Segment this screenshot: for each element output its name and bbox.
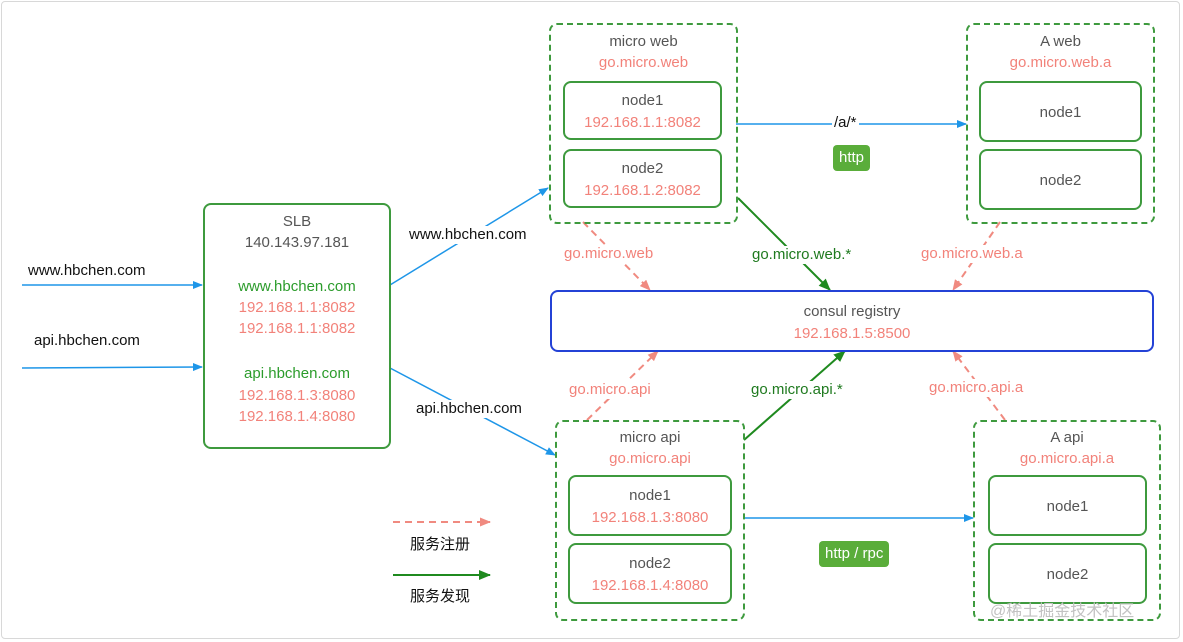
a-web-node2-name: node2 [1039,172,1082,189]
micro-web-title: micro web [609,33,678,50]
disc-micro-api-label: go.micro.api.* [749,381,845,399]
micro-api-group: micro api go.micro.api [555,420,745,621]
a-api-node2: node2 [988,543,1147,604]
slb-api-ip-1: 192.168.1.3:8080 [238,387,356,404]
slb-api-link-label: api.hbchen.com [414,400,524,418]
micro-web-service: go.micro.web [598,54,689,71]
input-api-label: api.hbchen.com [34,332,140,349]
micro-api-node2-name: node2 [629,555,671,572]
slb-web-ip-1: 192.168.1.1:8082 [238,299,356,316]
web-path-label: /a/* [832,114,859,132]
a-web-node1: node1 [979,81,1142,142]
slb-api-domain: api.hbchen.com [244,365,350,382]
micro-api-service: go.micro.api [609,450,691,467]
micro-web-node2: node2 192.168.1.2:8082 [563,149,722,208]
a-web-node2: node2 [979,149,1142,210]
input-api-arrow [21,363,203,372]
micro-web-node1-name: node1 [621,92,664,109]
web-protocol-badge: http [833,145,871,171]
a-api-node1: node1 [988,475,1147,536]
micro-api-node1: node1 192.168.1.3:8080 [568,475,732,536]
reg-a-web-label: go.micro.web.a [919,245,1025,263]
micro-web-node1: node1 192.168.1.1:8082 [563,81,722,140]
micro-web-group: micro web go.micro.web [549,23,738,224]
micro-api-title: micro api [619,429,681,446]
reg-micro-web-label: go.micro.web [562,245,656,263]
reg-a-api-label: go.micro.api.a [927,379,1026,397]
slb-title: SLB [282,213,312,230]
reg-micro-api-label: go.micro.api [567,381,653,399]
a-api-node1-name: node1 [1046,498,1089,515]
micro-api-node1-name: node1 [629,487,671,504]
consul-addr: 192.168.1.5:8500 [793,325,911,342]
reg-micro-web-arrow [582,221,651,291]
micro-web-node2-addr: 192.168.1.2:8082 [584,182,701,199]
slb-web-domain: www.hbchen.com [238,278,356,295]
legend-registration-label: 服务注册 [410,536,471,553]
slb-api-ip-2: 192.168.1.4:8080 [238,408,356,425]
a-web-title: A web [1040,33,1081,50]
disc-micro-web-label: go.micro.web.* [750,246,854,264]
slb-box: SLB 140.143.97.181 www.hbchen.com 192.16… [203,203,391,449]
slb-ip: 140.143.97.181 [244,234,350,251]
reg-a-api-arrow [952,350,1006,421]
a-api-group: A api go.micro.api.a [973,420,1161,621]
micro-web-node1-addr: 192.168.1.1:8082 [584,114,701,131]
watermark: @稀土掘金技术社区 [990,603,1135,620]
disc-micro-web-arrow [737,197,831,291]
api-protocol-badge: http / rpc [819,541,890,567]
a-web-node1-name: node1 [1039,104,1082,121]
micro-api-node1-addr: 192.168.1.3:8080 [591,509,709,526]
legend-discovery-label: 服务发现 [410,588,471,605]
a-api-service: go.micro.api.a [1019,450,1115,467]
a-web-group: A web go.micro.web.a [966,23,1155,224]
slb-web-link-label: www.hbchen.com [407,226,529,244]
micro-api-node2-addr: 192.168.1.4:8080 [591,577,709,594]
a-api-title: A api [1050,429,1084,446]
slb-web-ip-2: 192.168.1.1:8082 [238,320,356,337]
a-api-node2-name: node2 [1046,566,1089,583]
a-web-service: go.micro.web.a [1009,54,1112,71]
micro-web-node2-name: node2 [621,160,664,177]
consul-registry-box: consul registry 192.168.1.5:8500 [550,290,1154,352]
consul-title: consul registry [803,303,901,320]
input-web-label: www.hbchen.com [28,262,146,279]
micro-api-node2: node2 192.168.1.4:8080 [568,543,732,604]
